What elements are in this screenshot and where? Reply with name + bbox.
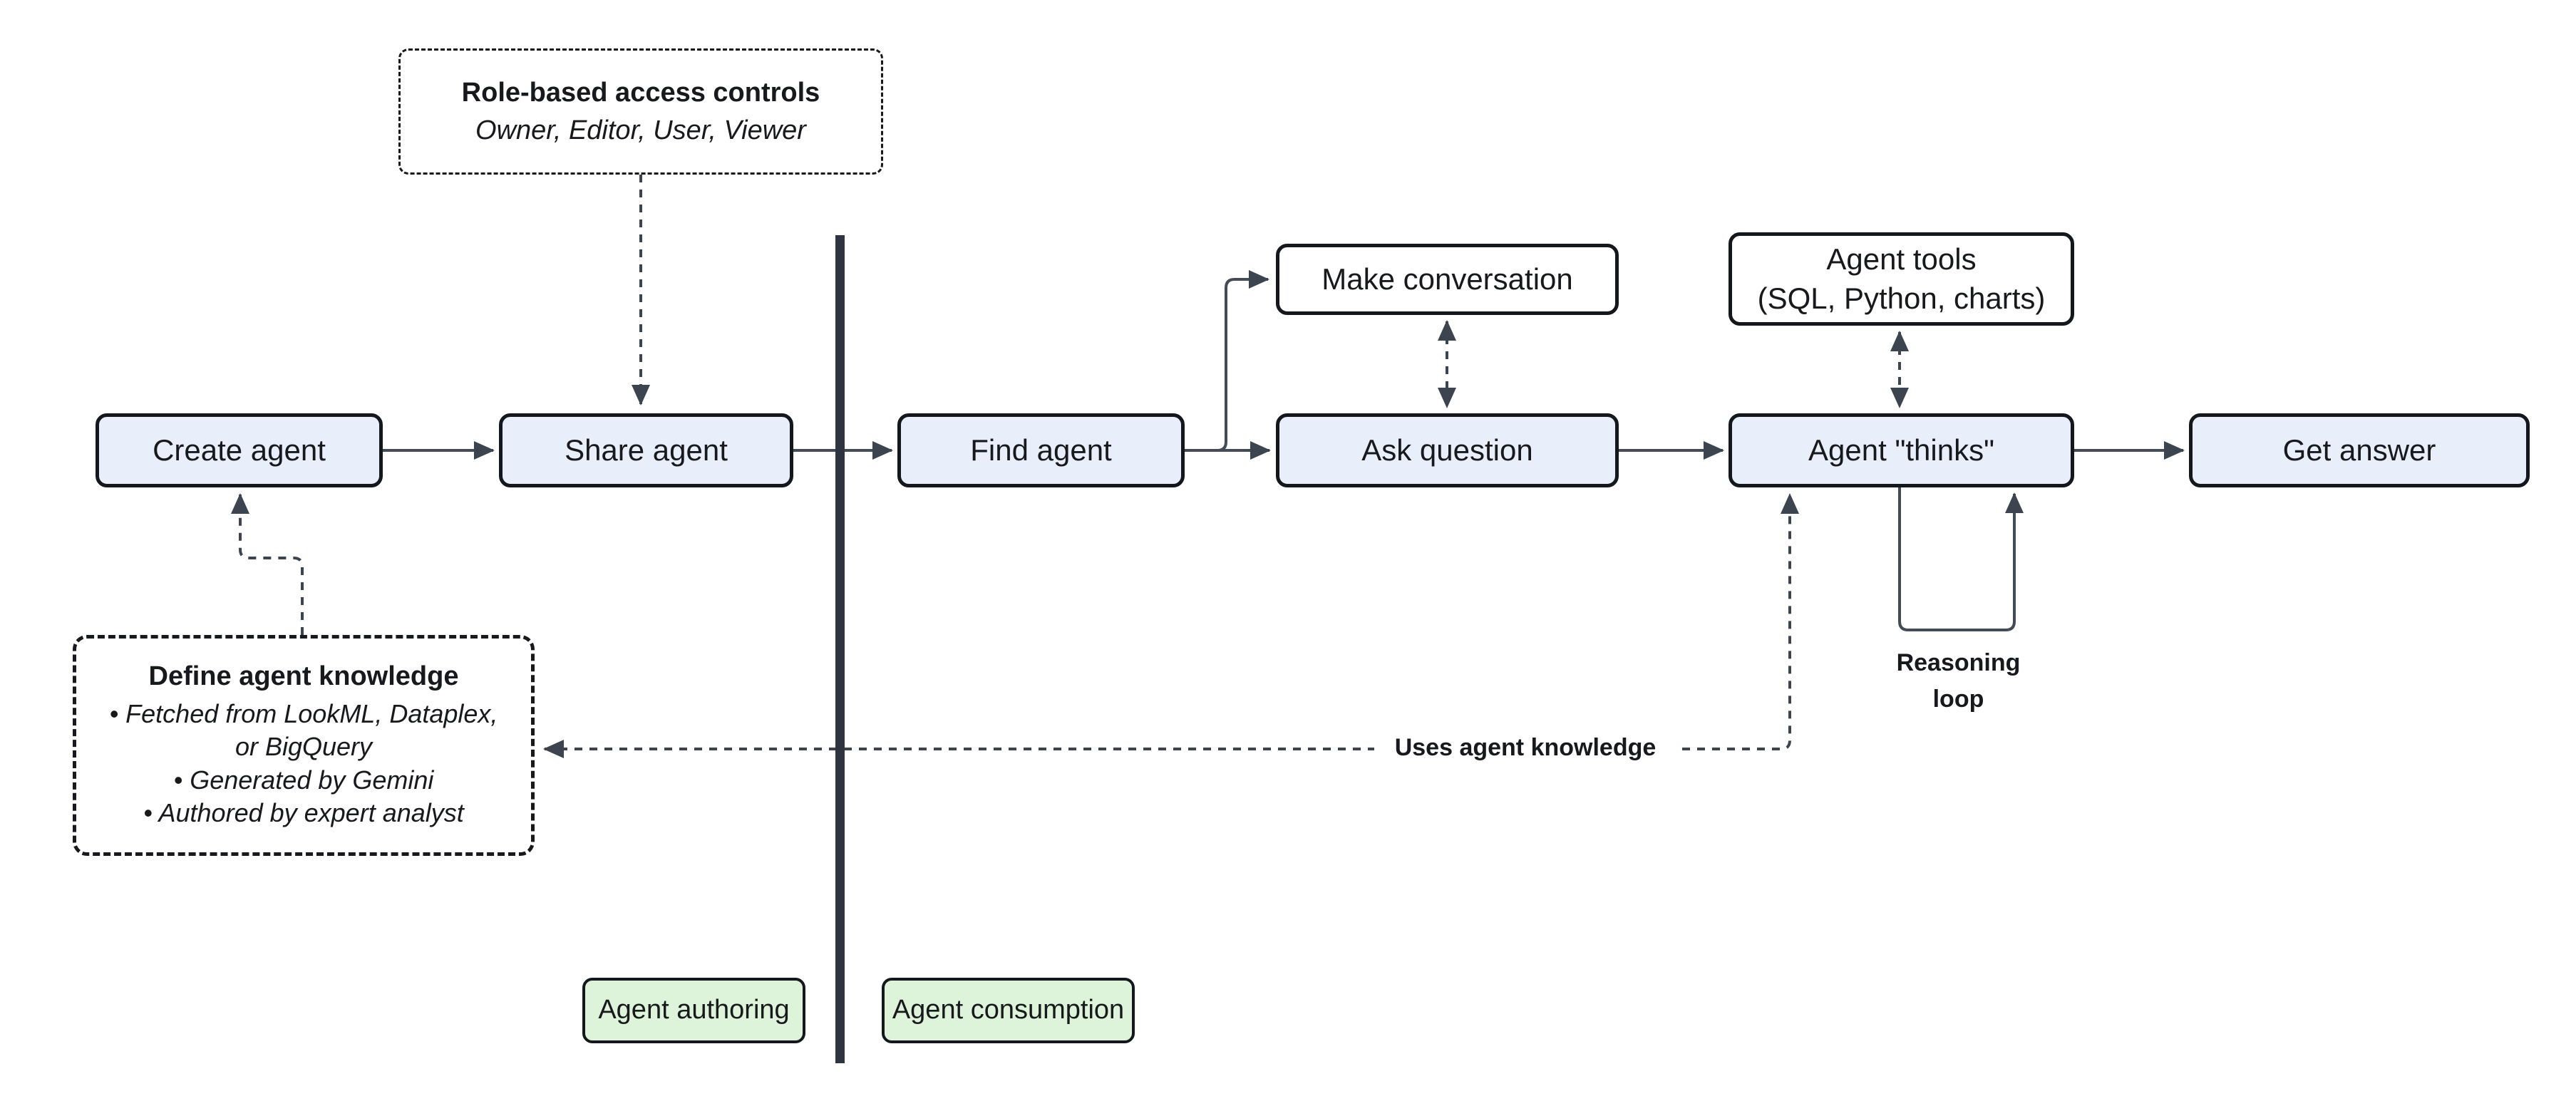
reasoning-loop-arrow xyxy=(1898,487,2024,631)
node-create-agent: Create agent xyxy=(96,413,383,487)
node-share-agent-label: Share agent xyxy=(565,433,728,467)
zone-agent-consumption-label: Agent consumption xyxy=(892,995,1125,1025)
arrow-define-to-create xyxy=(231,493,304,635)
node-make-conversation-label: Make conversation xyxy=(1322,262,1573,296)
node-agent-tools: Agent tools (SQL, Python, charts) xyxy=(1729,232,2074,326)
node-ask-question-label: Ask question xyxy=(1361,433,1533,467)
node-agent-tools-line2: (SQL, Python, charts) xyxy=(1757,281,2046,315)
arrow-find-to-make-conversation xyxy=(1185,270,1269,452)
node-ask-question: Ask question xyxy=(1276,413,1619,487)
zone-agent-authoring-label: Agent authoring xyxy=(598,995,790,1025)
authoring-consumption-divider xyxy=(835,235,845,1063)
node-create-agent-label: Create agent xyxy=(153,433,326,467)
reasoning-loop-line1: Reasoning xyxy=(1896,649,2021,676)
node-share-agent: Share agent xyxy=(499,413,793,487)
zone-agent-authoring: Agent authoring xyxy=(582,978,805,1043)
role-note-title: Role-based access controls xyxy=(461,77,820,108)
define-note-bullet-3: • Authored by expert analyst xyxy=(143,797,464,827)
arrow-uses-agent-knowledge xyxy=(543,493,1799,758)
uses-agent-knowledge-label: Uses agent knowledge xyxy=(1374,733,1676,763)
reasoning-loop-line2: loop xyxy=(1932,686,1984,713)
node-get-answer: Get answer xyxy=(2189,413,2530,487)
zone-agent-consumption: Agent consumption xyxy=(882,978,1135,1043)
node-agent-thinks: Agent "thinks" xyxy=(1729,413,2074,487)
role-based-access-note: Role-based access controls Owner, Editor… xyxy=(398,48,883,175)
node-find-agent: Find agent xyxy=(897,413,1185,487)
node-find-agent-label: Find agent xyxy=(970,433,1112,467)
define-note-title: Define agent knowledge xyxy=(148,661,459,692)
define-agent-knowledge-note: Define agent knowledge • Fetched from Lo… xyxy=(73,635,535,856)
node-get-answer-label: Get answer xyxy=(2282,433,2436,467)
role-note-subtitle: Owner, Editor, User, Viewer xyxy=(475,115,806,145)
node-make-conversation: Make conversation xyxy=(1276,244,1619,315)
reasoning-loop-label: Reasoning loop xyxy=(1892,645,2024,718)
node-agent-tools-line1: Agent tools xyxy=(1826,242,1977,276)
define-note-bullet-1: • Fetched from LookML, Dataplex, or BigQ… xyxy=(109,699,498,762)
node-agent-thinks-label: Agent "thinks" xyxy=(1808,433,1994,467)
define-note-bullet-2: • Generated by Gemini xyxy=(173,765,434,795)
